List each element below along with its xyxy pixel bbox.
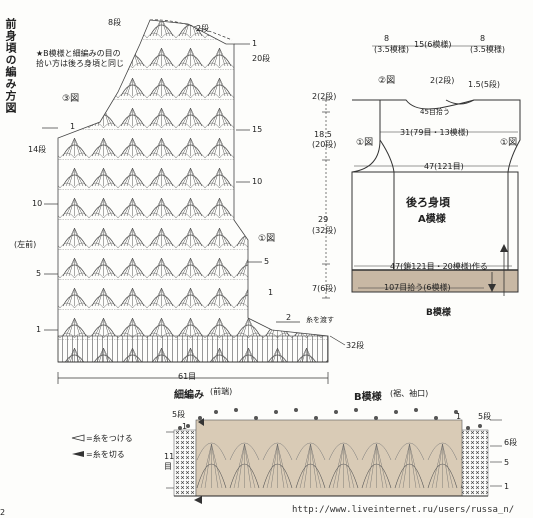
pick-45: 45目拾う xyxy=(420,108,450,116)
back-top-left-b: (3.5模様) xyxy=(374,45,409,54)
width-31: 31(79目・13模様) xyxy=(400,128,469,137)
side-label: (左前) xyxy=(14,240,37,249)
note-line-2: 拾い方は後ろ身頃と同じ xyxy=(36,59,124,68)
edging-r6: 6段 xyxy=(504,438,518,447)
row-mark-right-10: 10 xyxy=(252,177,263,186)
edging-title-sub: (前端) xyxy=(210,387,233,396)
edging-right-5: 5段 xyxy=(478,412,492,421)
measure-18-5-rows: (20段) xyxy=(312,140,337,149)
edging-left-rows: 5段 xyxy=(172,410,186,419)
back-top-left-w: 8 xyxy=(384,34,390,43)
bottom-rows: 32段 xyxy=(346,341,365,350)
neck-rows-1: 2(2段) xyxy=(430,76,455,85)
row-mark-right-2: 2 xyxy=(286,313,292,322)
edging-l11: 11 xyxy=(164,452,175,461)
measure-7: 7(6段) xyxy=(312,284,337,293)
row-mark-right-1: 1 xyxy=(252,39,258,48)
back-title: 後ろ身頃 xyxy=(406,196,450,209)
rows-top-left: 8段 xyxy=(108,18,122,27)
neck-rows-2: 1.5(5段) xyxy=(468,80,501,89)
row-mark-right-5: 5 xyxy=(264,257,270,266)
b-pattern-sub: (裾、袖口) xyxy=(390,389,429,398)
back-pattern: A模様 xyxy=(418,214,446,225)
row-mark-right-15: 15 xyxy=(252,125,263,134)
page-number: 2 xyxy=(0,508,6,517)
circle2-label: ②図 xyxy=(378,76,396,86)
measure-29-rows: (32段) xyxy=(312,226,337,235)
edging-right-1: 1 xyxy=(456,412,462,421)
measure-29: 29 xyxy=(318,215,329,224)
measure-top: 2(2段) xyxy=(312,92,337,101)
row-mark-left-5: 5 xyxy=(36,269,42,278)
edging-l11-unit: 目 xyxy=(164,462,172,471)
edging-left-rows-1: 1 xyxy=(182,422,188,431)
measure-18-5: 18.5 xyxy=(314,130,332,139)
watermark-url: http://www.liveinternet.ru/users/russa_n… xyxy=(292,505,515,515)
bottom-stitches: 61目 xyxy=(178,372,197,381)
legend-join: =糸をつける xyxy=(86,434,133,443)
b-pattern-label: B模様 xyxy=(426,308,451,318)
note-line-1: ★B模様と細編みの目の xyxy=(36,49,121,58)
row-mark-right-20: 20段 xyxy=(252,54,271,63)
back-top-center: 15(6模様) xyxy=(414,40,452,49)
back-top-right-b: (3.5模様) xyxy=(470,45,505,54)
edging-title: 細編み xyxy=(174,390,204,401)
rows-top: 2段 xyxy=(196,24,210,33)
row-mark-right-1b: 1 xyxy=(268,288,274,297)
back-top-right-w: 8 xyxy=(480,34,486,43)
yarn-join-note: 糸を渡す xyxy=(306,316,334,324)
circle1-label: ①図 xyxy=(258,234,276,244)
edging-r5: 5 xyxy=(504,458,510,467)
row-mark-left-10: 10 xyxy=(32,199,43,208)
chain-row-47: 47(鎖121目・20模様)作る xyxy=(390,262,488,271)
circle1-right: ①図 xyxy=(500,138,518,148)
circle3-label: ③図 xyxy=(62,94,80,104)
edging-r1: 1 xyxy=(504,482,510,491)
pick-107: 107目拾う(6模様) xyxy=(384,283,451,292)
width-47: 47(121目) xyxy=(424,162,464,171)
row-mark-left-1: 1 xyxy=(36,325,42,334)
b-pattern-title: B模様 xyxy=(354,392,382,403)
page-title: 前身頃の編み方図 xyxy=(4,18,17,114)
arrow-top-label: 1 xyxy=(70,122,76,131)
row-mark-left-14: 14段 xyxy=(28,145,47,154)
legend-cut: =糸を切る xyxy=(86,450,125,459)
circle1-left: ①図 xyxy=(356,138,374,148)
pattern-note: ★B模様と細編みの目の 拾い方は後ろ身頃と同じ xyxy=(36,49,124,69)
